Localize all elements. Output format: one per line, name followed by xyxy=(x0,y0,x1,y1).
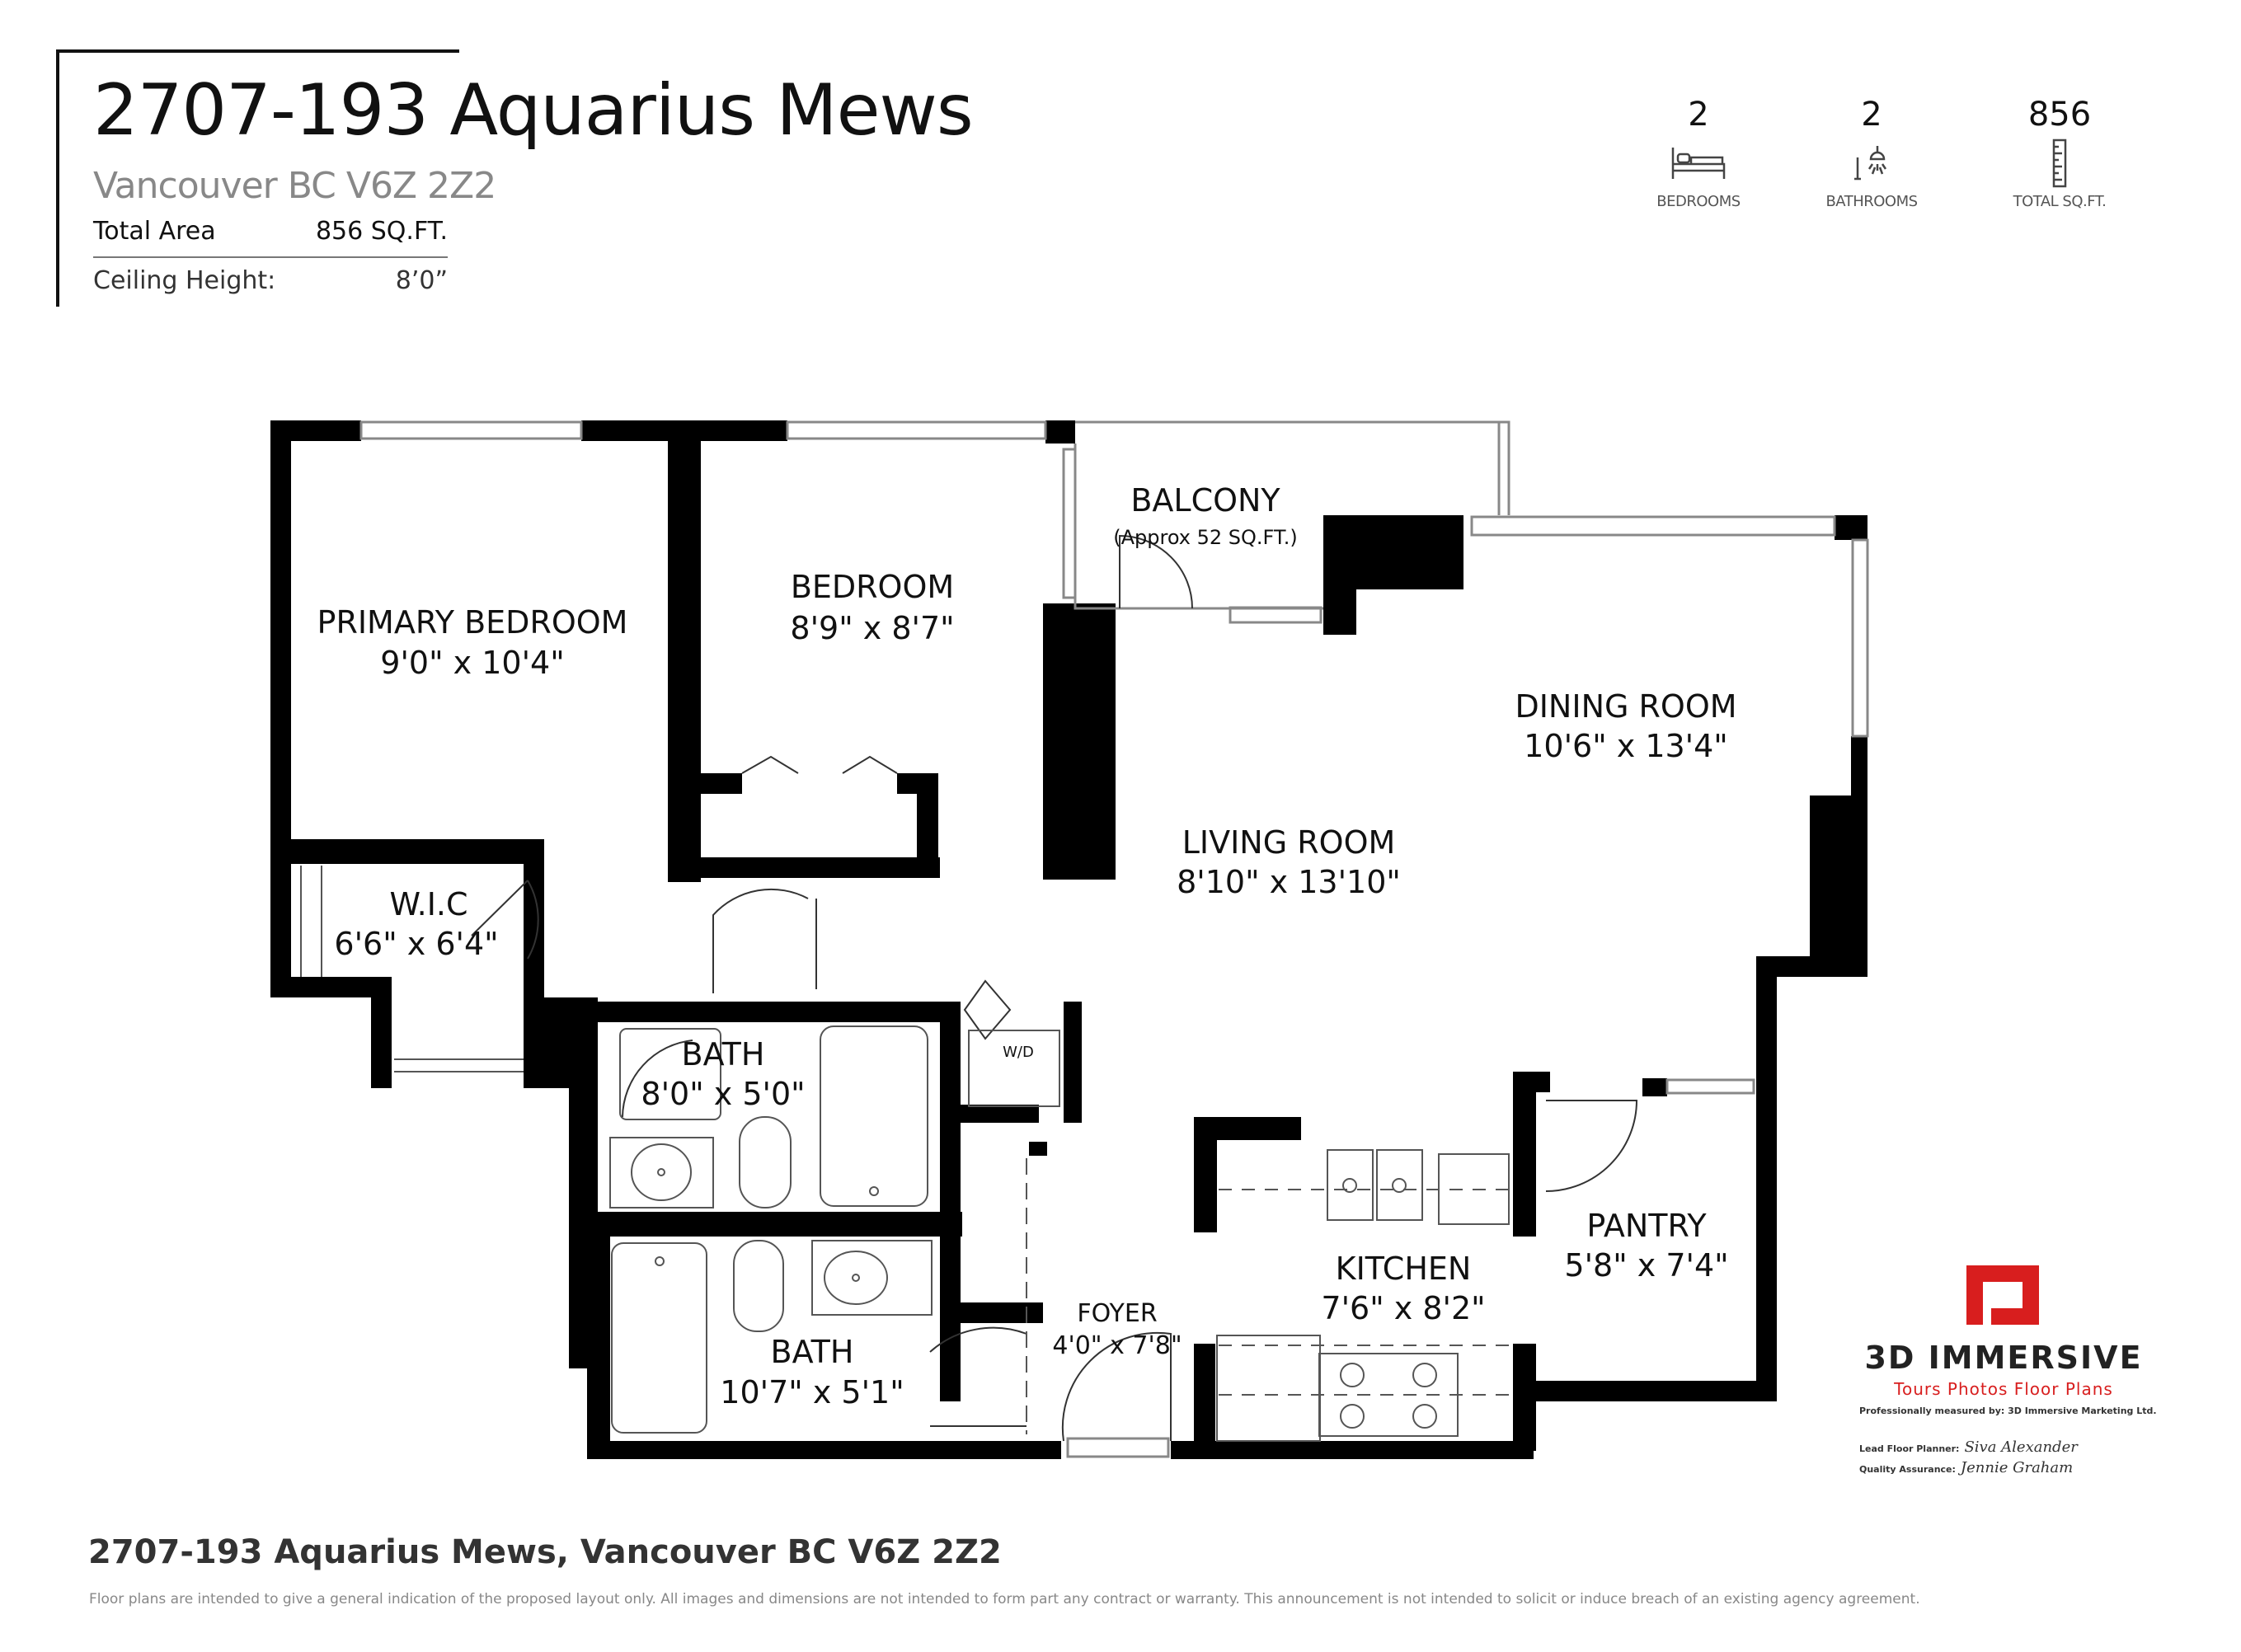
fixtures xyxy=(300,866,1513,1442)
primary-bedroom-dims: 9'0" x 10'4" xyxy=(380,645,564,681)
stat-bathrooms-value: 2 xyxy=(1861,96,1882,134)
stat-total-sqft: 856 TOTAL SQ.FT. xyxy=(1961,95,2159,212)
balcony-outline xyxy=(1074,420,1510,610)
primary-bedroom-label: PRIMARY BEDROOM xyxy=(317,604,628,641)
quality-assurance-label: Quality Assurance: xyxy=(1859,1464,1956,1475)
kitchen-label: KITCHEN xyxy=(1336,1251,1472,1287)
wd-label: W/D xyxy=(1003,1044,1034,1061)
wic-dims: 6'6" x 6'4" xyxy=(334,926,498,962)
page-title: 2707-193 Aquarius Mews xyxy=(93,69,974,152)
ceiling-height-value: 8’0” xyxy=(395,266,448,295)
brand-logo-icon xyxy=(1966,1265,2039,1325)
stat-bedrooms: 2 BEDROOMS xyxy=(1600,95,1797,212)
stat-total-sqft-value: 856 xyxy=(2027,96,2092,134)
bath2-label: BATH xyxy=(771,1334,854,1370)
header-bracket xyxy=(56,49,459,307)
quality-assurance: Quality Assurance: Jennie Graham xyxy=(1859,1459,2073,1476)
bedroom-dims: 8'9" x 8'7" xyxy=(790,610,954,646)
pantry-label: PANTRY xyxy=(1586,1208,1707,1244)
stat-bathrooms: 2 BATHROOMS xyxy=(1773,95,1971,212)
bath1-dims: 8'0" x 5'0" xyxy=(641,1076,805,1112)
quality-assurance-signature: Jennie Graham xyxy=(1960,1459,2074,1476)
page-subtitle: Vancouver BC V6Z 2Z2 xyxy=(93,165,496,207)
walls xyxy=(270,420,1868,1459)
living-room-dims: 8'10" x 13'10" xyxy=(1177,864,1401,900)
brand-tagline: Tours Photos Floor Plans xyxy=(1894,1379,2113,1399)
dining-room-label: DINING ROOM xyxy=(1515,688,1736,725)
stat-bedrooms-label: BEDROOMS xyxy=(1656,193,1741,210)
lead-floor-planner-label: Lead Floor Planner: xyxy=(1859,1443,1960,1454)
living-room-label: LIVING ROOM xyxy=(1182,824,1396,861)
balcony-note: (Approx 52 SQ.FT.) xyxy=(1113,526,1297,549)
brand-measured-by: Professionally measured by: 3D Immersive… xyxy=(1859,1406,2157,1416)
bed-icon xyxy=(1600,134,1797,192)
kitchen-dims: 7'6" x 8'2" xyxy=(1321,1290,1485,1326)
pantry-dims: 5'8" x 7'4" xyxy=(1564,1247,1728,1284)
shower-icon xyxy=(1773,134,1971,192)
brand-name: 3D IMMERSIVE xyxy=(1864,1340,2143,1376)
dining-room-dims: 10'6" x 13'4" xyxy=(1524,728,1728,764)
lead-floor-planner-signature: Siva Alexander xyxy=(1964,1438,2078,1456)
foyer-label: FOYER xyxy=(1077,1299,1157,1328)
stat-total-sqft-label: TOTAL SQ.FT. xyxy=(2013,193,2107,210)
balcony-label: BALCONY xyxy=(1130,482,1280,519)
stat-bedrooms-value: 2 xyxy=(1688,96,1709,134)
total-area-value: 856 SQ.FT. xyxy=(315,217,448,246)
room-labels: BALCONY (Approx 52 SQ.FT.) PRIMARY BEDRO… xyxy=(317,482,1737,1410)
stat-bathrooms-label: BATHROOMS xyxy=(1825,193,1918,210)
bedroom-label: BEDROOM xyxy=(791,569,954,605)
lead-floor-planner: Lead Floor Planner: Siva Alexander xyxy=(1859,1438,2078,1456)
footer-disclaimer: Floor plans are intended to give a gener… xyxy=(89,1591,1920,1607)
total-area-label: Total Area xyxy=(93,217,216,246)
wic-label: W.I.C xyxy=(389,886,467,922)
ruler-icon xyxy=(1961,134,2159,192)
doors xyxy=(471,534,1638,1442)
footer-address: 2707-193 Aquarius Mews, Vancouver BC V6Z… xyxy=(88,1533,1002,1571)
foyer-dims: 4'0" x 7'8" xyxy=(1052,1331,1182,1360)
ceiling-height-label: Ceiling Height: xyxy=(93,266,276,295)
bath1-label: BATH xyxy=(682,1036,765,1072)
bath2-dims: 10'7" x 5'1" xyxy=(720,1374,904,1410)
header-divider xyxy=(93,256,448,258)
